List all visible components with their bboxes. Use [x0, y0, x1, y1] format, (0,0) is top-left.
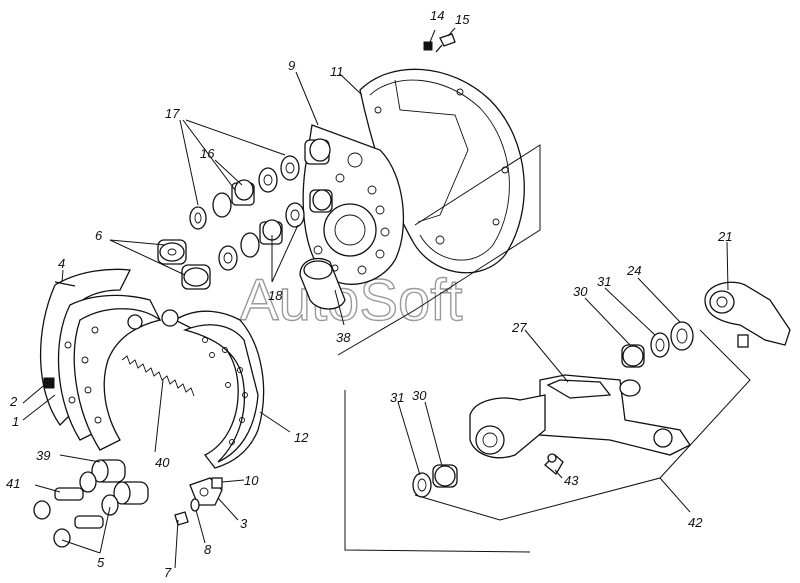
label-42: 42	[688, 515, 703, 530]
rollers	[157, 239, 211, 290]
label-39: 39	[36, 448, 50, 463]
label-10: 10	[244, 473, 259, 488]
label-6: 6	[95, 228, 103, 243]
label-41: 41	[6, 476, 20, 491]
label-43: 43	[564, 473, 579, 488]
label-1: 1	[12, 414, 19, 429]
leader-lines	[22, 27, 751, 569]
label-8: 8	[204, 542, 212, 557]
label-16: 16	[200, 146, 215, 161]
label-12: 12	[294, 430, 309, 445]
brake-shoe-left	[39, 268, 162, 451]
label-11: 11	[330, 64, 344, 79]
label-18: 18	[268, 288, 283, 303]
label-38: 38	[336, 330, 351, 345]
bushings-upper	[189, 138, 331, 230]
label-9: 9	[288, 58, 295, 73]
label-17: 17	[165, 106, 180, 121]
label-2: 2	[9, 394, 18, 409]
pins-and-washers	[33, 459, 149, 548]
bushings-lower	[218, 189, 333, 271]
bolt	[54, 281, 76, 287]
top-bolts	[423, 33, 456, 53]
label-30-lower: 30	[412, 388, 427, 403]
label-21: 21	[717, 229, 732, 244]
label-30-upper: 30	[573, 284, 588, 299]
label-24: 24	[626, 263, 641, 278]
callout-labels: 1 2 3 4 5 6 7 8 9 10 11 12 14 15 16 17 1…	[6, 8, 732, 580]
label-40: 40	[155, 455, 170, 470]
label-15: 15	[455, 12, 470, 27]
return-spring	[121, 355, 195, 397]
label-27: 27	[511, 320, 527, 335]
camshaft-bracket	[469, 374, 691, 459]
grease-fitting	[544, 453, 564, 475]
label-31-lower: 31	[390, 390, 404, 405]
label-7: 7	[164, 565, 172, 580]
label-3: 3	[240, 516, 248, 531]
label-31-upper: 31	[597, 274, 611, 289]
camshaft-bushings	[412, 321, 694, 498]
cam-bushing	[299, 257, 346, 310]
brake-support-plate	[302, 124, 404, 285]
brake-shoe-right	[161, 309, 265, 469]
label-5: 5	[97, 555, 105, 570]
label-14: 14	[430, 8, 444, 23]
label-4: 4	[58, 256, 65, 271]
slack-adjuster	[704, 281, 791, 348]
